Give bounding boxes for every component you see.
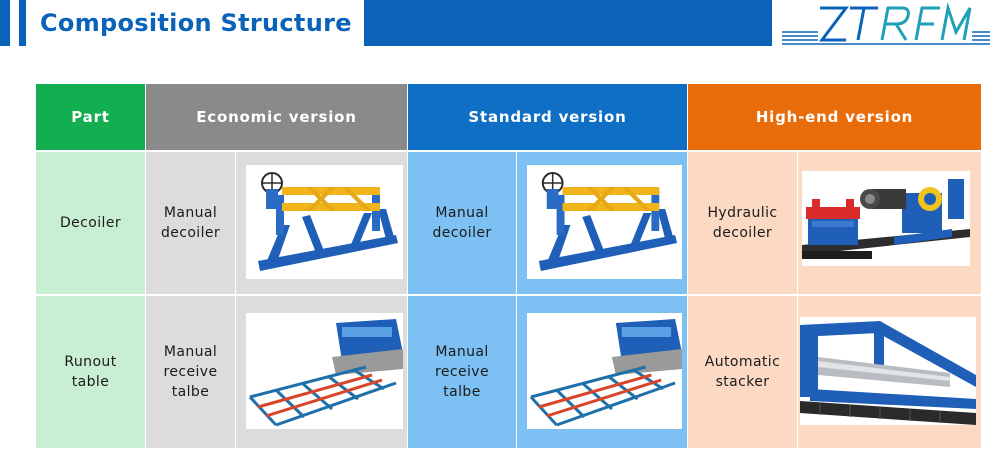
header-highend-version: High-end version [688, 84, 981, 150]
highend-runout-text: Automatic stacker [688, 296, 797, 448]
option-label: Manual decoiler [432, 205, 492, 241]
hydraulic-decoiler-image [802, 171, 970, 266]
company-logo [782, 2, 992, 48]
option-label: Manual receive talbe [435, 344, 489, 400]
highend-decoiler-text: Hydraulic decoiler [688, 152, 797, 294]
option-label: Automatic stacker [704, 354, 781, 390]
composition-table: Part Economic version Standard version H… [36, 84, 981, 448]
economic-decoiler-text: Manual decoiler [146, 152, 235, 294]
header-banner-bar [364, 0, 772, 46]
standard-decoiler-text: Manual decoiler [408, 152, 516, 294]
header-title-box: Composition Structure [31, 0, 364, 46]
header-standard-version: Standard version [408, 84, 687, 150]
part-label: Runout table [64, 354, 117, 390]
manual-decoiler-image [527, 165, 682, 279]
page-title: Composition Structure [40, 9, 352, 37]
receive-table-image [246, 313, 403, 429]
option-label: Manual decoiler [160, 205, 221, 241]
table-row-runout-part: Runout table [36, 296, 145, 448]
manual-decoiler-image [246, 165, 403, 279]
automatic-stacker-image [800, 317, 976, 425]
option-label: Hydraulic decoiler [707, 205, 778, 241]
standard-runout-text: Manual receive talbe [408, 296, 516, 448]
receive-table-image [527, 313, 682, 429]
economic-runout-text: Manual receive talbe [146, 296, 235, 448]
option-label: Manual receive talbe [163, 344, 218, 400]
table-row-decoiler-part: Decoiler [36, 152, 145, 294]
header-part: Part [36, 84, 145, 150]
part-label: Decoiler [59, 215, 121, 231]
header-accent-bar [19, 0, 26, 46]
header-accent-bar [0, 0, 10, 46]
header-economic-version: Economic version [146, 84, 407, 150]
